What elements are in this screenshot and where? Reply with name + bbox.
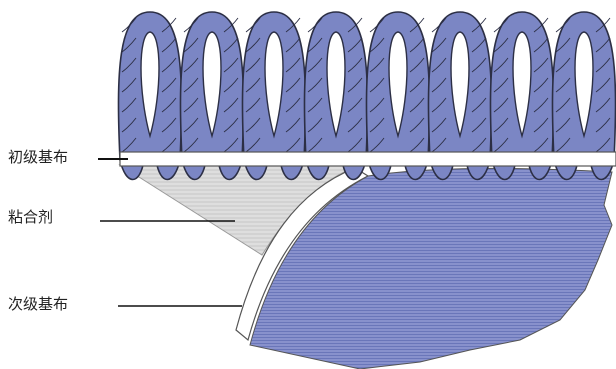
label-adhesive: 粘合剂 [8, 206, 53, 227]
label-primary-backing: 初级基布 [8, 146, 68, 167]
primary-backing-layer [120, 152, 616, 166]
label-secondary-backing: 次级基布 [8, 293, 68, 314]
